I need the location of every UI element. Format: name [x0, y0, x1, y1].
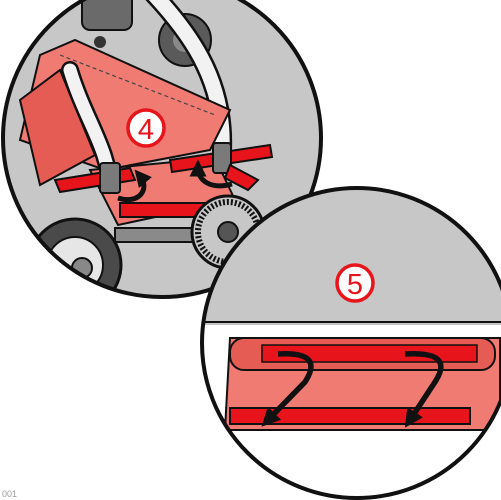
- step-badge-icon: 4: [128, 110, 164, 146]
- corner-mark: 001: [2, 489, 17, 499]
- step-4-number: 4: [138, 114, 154, 146]
- step-badge-icon: 5: [337, 265, 373, 301]
- step-5-number: 5: [347, 269, 363, 301]
